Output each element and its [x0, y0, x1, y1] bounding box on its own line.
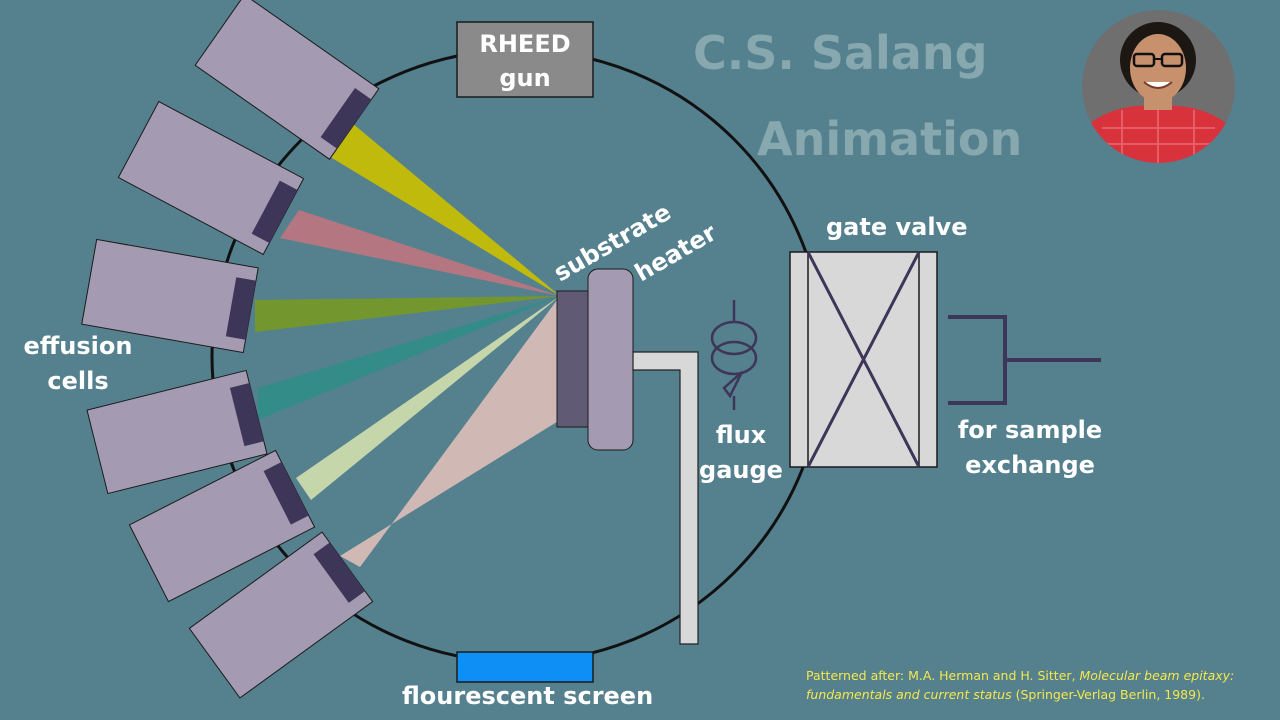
beam-yellow: [327, 123, 560, 296]
fluorescent-screen: [456, 651, 594, 683]
beam-pink: [340, 296, 560, 567]
beam-pale-green: [296, 296, 560, 500]
flux-label-line1: flux: [715, 421, 767, 449]
citation-title: Molecular beam epitaxy: fundamentals and…: [806, 668, 1235, 702]
rheed-label: RHEED gun: [457, 27, 593, 95]
substrate: [556, 290, 590, 428]
flux-label-line2: gauge: [699, 456, 783, 484]
gate-valve-label: gate valve: [826, 213, 968, 241]
fluorescent-screen-label: flourescent screen: [402, 682, 654, 710]
rheed-label-line1: RHEED: [479, 30, 571, 58]
effusion-cell-2: [117, 100, 305, 256]
rheed-label-line2: gun: [499, 64, 551, 92]
flux-gauge-label: flux gauge: [690, 418, 792, 488]
effusion-cell-6: [188, 531, 374, 699]
citation: Patterned after: M.A. Herman and H. Sitt…: [806, 666, 1266, 704]
effusion-cell-3: [81, 238, 259, 354]
beam-olive: [255, 296, 560, 332]
avatar-photo: [1082, 10, 1235, 163]
sample-exchange-port: [948, 315, 1101, 405]
effusion-label-line1: effusion: [23, 332, 133, 360]
gate-valve: [789, 251, 938, 468]
molecular-beams: [255, 123, 560, 567]
rheed-gun: [456, 21, 594, 98]
citation-prefix: Patterned after: M.A. Herman and H. Sitt…: [806, 668, 1080, 683]
effusion-cell-5: [128, 449, 316, 603]
effusion-cell-1: [194, 0, 380, 160]
watermark-line1: C.S. Salang: [693, 26, 988, 80]
citation-suffix: (Springer-Verlag Berlin, 1989).: [1011, 687, 1205, 702]
effusion-cell-4: [86, 369, 268, 495]
sample-label-line1: for sample: [957, 416, 1103, 444]
watermark-line2: Animation: [757, 112, 1023, 166]
avatar-illustration: [1082, 10, 1235, 163]
manipulator-arm: [632, 351, 699, 645]
sample-label-line2: exchange: [965, 451, 1095, 479]
effusion-cells-label: effusion cells: [18, 329, 138, 399]
beam-teal: [258, 296, 560, 420]
beam-red: [280, 210, 560, 296]
heater: [587, 268, 634, 451]
effusion-label-line2: cells: [47, 367, 109, 395]
flux-gauge-icon: [710, 300, 758, 410]
effusion-cells: [81, 0, 380, 699]
sample-exchange-label: for sample exchange: [945, 413, 1115, 483]
